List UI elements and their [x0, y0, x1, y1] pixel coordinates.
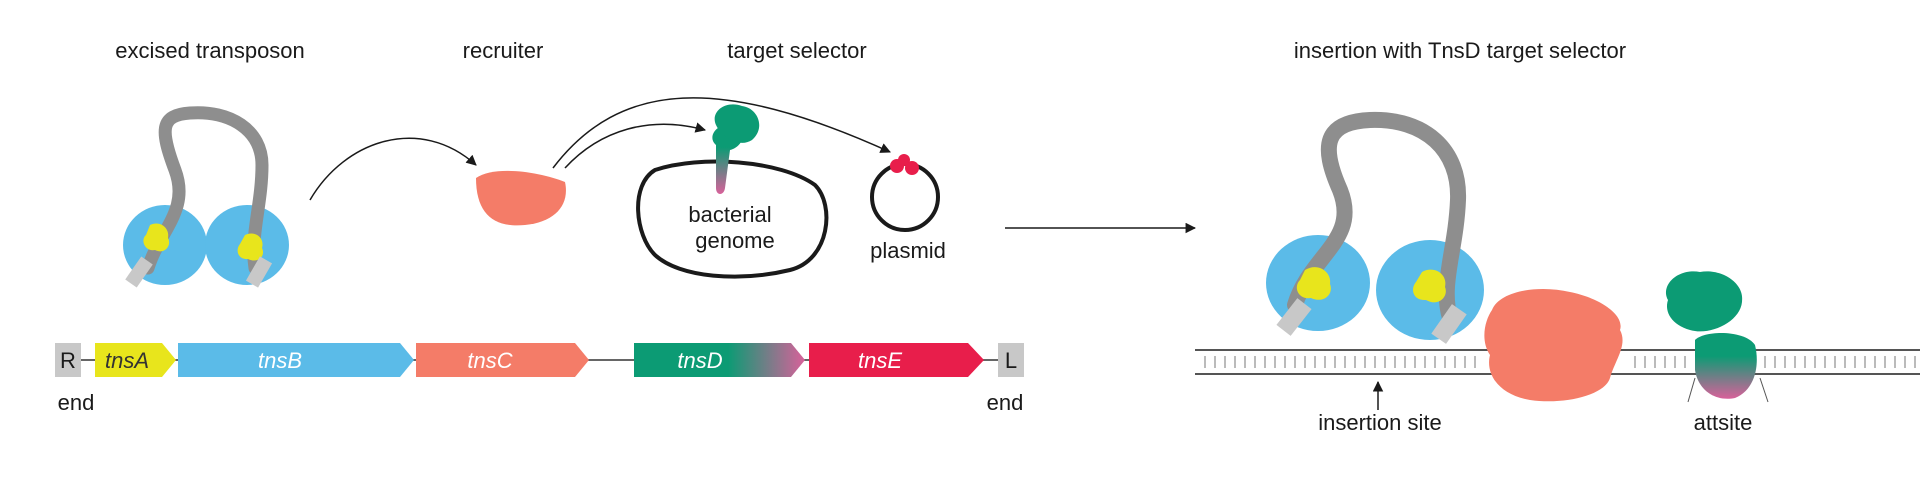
- dna-base-pair-ticks: [1204, 356, 1916, 368]
- left-end-word: end: [987, 390, 1024, 415]
- transposon-dna-loop-insert: [1287, 111, 1467, 326]
- tnsD-bound-genome: [712, 104, 760, 194]
- gene-label-tnsC: tnsC: [467, 348, 512, 373]
- arrow-transposon-to-recruiter: [309, 137, 477, 201]
- tnsC-recruiter-blob: [476, 170, 566, 226]
- transposon-end-left: [125, 256, 153, 288]
- excised-transposon-label: excised transposon: [115, 38, 305, 63]
- transposon-end-right: [245, 256, 273, 288]
- transposon-end-insert-right: [1431, 304, 1467, 344]
- left-end-letter: L: [1005, 348, 1017, 373]
- gene-label-tnsA: tnsA: [105, 348, 149, 373]
- arrow-recruiter-to-plasmid: [552, 97, 891, 169]
- gene-tnsD: [634, 343, 805, 377]
- gene-label-tnsB: tnsB: [258, 348, 302, 373]
- insertion-complex: [1266, 111, 1769, 403]
- right-end-letter: R: [60, 348, 76, 373]
- tnsC-blob-insert: [1484, 289, 1623, 402]
- tnsA-blob-right: [237, 233, 264, 261]
- plasmid-label: plasmid: [870, 238, 946, 263]
- tnsA-blob-left: [143, 223, 170, 252]
- attsite-bracket-right: [1759, 377, 1769, 403]
- right-end-word: end: [58, 390, 95, 415]
- tnsA-blob-insert-right: [1413, 269, 1446, 303]
- bacterial-genome-circle: [636, 159, 829, 279]
- transposon-end-insert-left: [1276, 298, 1312, 336]
- gene-tnsA: [95, 343, 176, 377]
- right-end-box: [55, 343, 81, 377]
- plasmid-circle: [870, 162, 940, 232]
- gene-tnsB: [178, 343, 414, 377]
- arrow-recruiter-to-genome: [564, 122, 707, 169]
- attsite-label: attsite: [1694, 410, 1753, 435]
- tnsD-bound-attsite: [1666, 271, 1757, 399]
- gene-label-tnsE: tnsE: [858, 348, 902, 373]
- target-selector-label: target selector: [727, 38, 866, 63]
- recruiter-label: recruiter: [463, 38, 544, 63]
- operon-map: R tnsA tnsB tnsC tnsD tnsE L end end: [55, 343, 1024, 415]
- transposon-dna-loop: [141, 106, 269, 275]
- tnsA-blob-insert-left: [1296, 267, 1331, 300]
- insertion-title-label: insertion with TnsD target selector: [1294, 38, 1626, 63]
- attsite-bracket-left: [1687, 377, 1696, 403]
- excised-transposon-complex: [123, 106, 289, 288]
- insertion-site-label: insertion site: [1318, 410, 1442, 435]
- bacterial-genome-label-line1: bacterial: [688, 202, 771, 227]
- tnsE-bound-plasmid: [890, 154, 919, 175]
- gene-tnsC: [416, 343, 589, 377]
- bacterial-genome-label-line2: genome: [695, 228, 775, 253]
- left-end-box: [998, 343, 1024, 377]
- gene-tnsE: [809, 343, 984, 377]
- gene-label-tnsD: tnsD: [677, 348, 722, 373]
